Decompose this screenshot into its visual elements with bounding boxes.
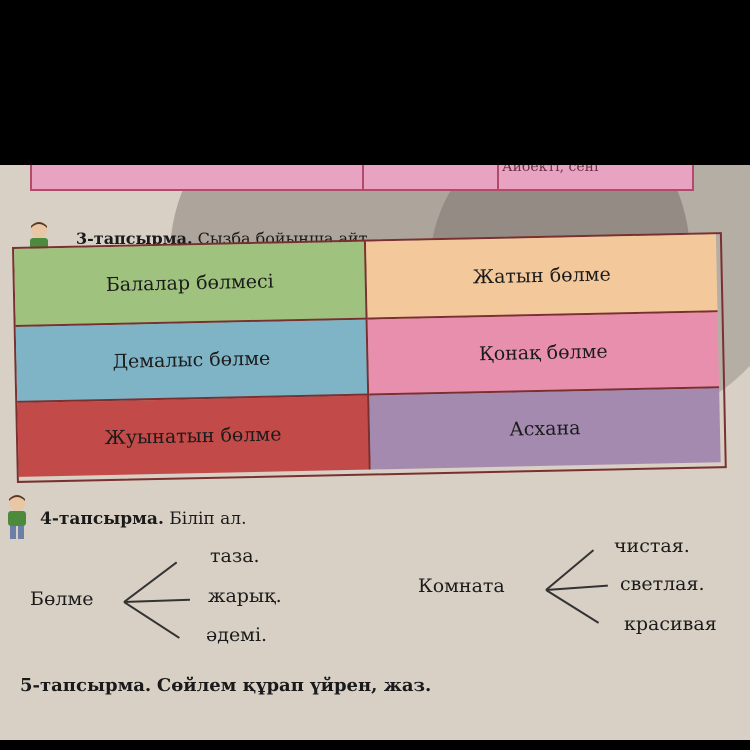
table-cell-living-room: Демалыс бөлме [15, 319, 370, 403]
textbook-page: Айбекті, сені 3-тапсырма. Сызба бойынша … [0, 165, 750, 740]
boy-illustration-icon [8, 495, 26, 539]
table-divider [362, 165, 364, 189]
branch-line [545, 589, 600, 624]
cell-text: Асхана [509, 417, 581, 441]
word-bolme: Бөлме [30, 588, 94, 610]
branch-word: красивая [624, 613, 717, 635]
table-cell-text: Айбекті, сені [502, 165, 599, 175]
branch-word: светлая. [620, 573, 705, 595]
task4-label: 4-тапсырма. [40, 509, 164, 529]
branch-word: әдемі. [206, 624, 268, 646]
branch-word: жарық. [208, 585, 282, 607]
rooms-table: Балалар бөлмесі Жатын бөлме Демалыс бөлм… [12, 232, 727, 483]
table-cell-bedroom: Жатын бөлме [365, 234, 718, 320]
task3-label: 3-тапсырма. [76, 229, 193, 248]
task5-heading: 5-тапсырма. Сөйлем құрап үйрен, жаз. [20, 675, 431, 696]
task5-instruction: Сөйлем құрап үйрен, жаз. [156, 675, 432, 696]
table-cell-guest-room: Қонақ бөлме [367, 312, 720, 396]
task4-heading: 4-тапсырма. Біліп ал. [40, 509, 247, 529]
table-cell-kitchen: Асхана [369, 388, 721, 470]
previous-table-fragment: Айбекті, сені [30, 165, 694, 191]
task5-label: 5-тапсырма. [20, 675, 152, 696]
table-cell-bathroom: Жуынатын бөлме [17, 395, 371, 477]
cell-text: Жуынатын бөлме [104, 423, 282, 450]
branch-line [123, 601, 180, 639]
branch-word: таза. [210, 545, 260, 567]
table-divider [497, 165, 499, 189]
branch-line [123, 598, 190, 603]
table-cell-childrens-room: Балалар бөлмесі [14, 241, 368, 327]
branch-line [545, 549, 595, 591]
task4-instruction: Біліп ал. [169, 509, 247, 529]
cell-text: Жатын бөлме [472, 263, 611, 289]
branch-word: чистая. [614, 535, 690, 557]
cell-text: Қонақ бөлме [478, 340, 608, 366]
word-komnata: Комната [418, 575, 505, 597]
cell-text: Демалыс бөлме [112, 347, 271, 373]
branch-line [545, 584, 608, 591]
cell-text: Балалар бөлмесі [105, 270, 274, 297]
branch-line [123, 561, 178, 603]
